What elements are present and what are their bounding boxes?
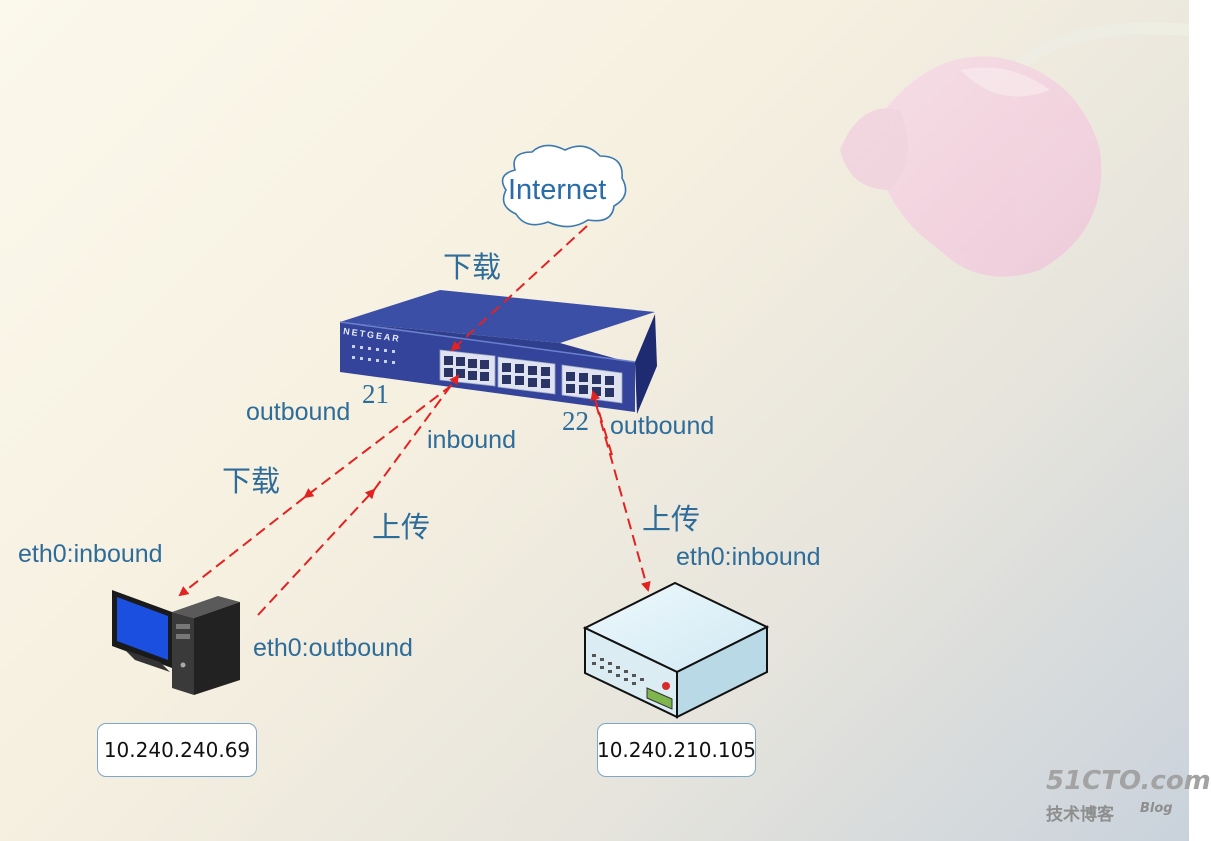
server-icon: [582, 581, 770, 719]
server-eth-inbound-label: eth0:inbound: [676, 543, 821, 571]
watermark-sub1: 技术博客: [1046, 805, 1114, 825]
switch-icon: [339, 290, 657, 414]
arrow-download-to-pc: [178, 496, 306, 597]
flower-decoration: [840, 22, 1190, 277]
arrow-port22-up: [590, 390, 613, 456]
arrow-pc-upload: [257, 488, 376, 616]
port21-outbound-label: outbound: [246, 398, 351, 426]
pc-ip-text: 10.240.240.69: [103, 738, 251, 762]
port22-outbound-label: outbound: [610, 412, 715, 440]
pc-icon: [112, 590, 240, 695]
watermark-main: 51CTO.com: [1046, 766, 1211, 796]
download-label-left: 下载: [222, 464, 281, 498]
upload-label-right: 上传: [642, 502, 701, 536]
pc-eth-outbound-label: eth0:outbound: [253, 634, 413, 662]
cloud-icon: [501, 144, 627, 228]
port21-inbound-label: inbound: [427, 426, 516, 454]
flow-arrows: [178, 225, 651, 616]
cloud-label: Internet: [508, 174, 607, 206]
port22-label: 22: [562, 406, 589, 436]
arrow-port21-to-pc-download: [303, 384, 453, 499]
arrow-upload-to-port21: [373, 374, 460, 491]
port21-label: 21: [362, 379, 389, 409]
arrow-port22-to-server: [595, 403, 651, 592]
pc-ip-box: 10.240.240.69: [97, 723, 257, 777]
download-label-top: 下载: [443, 250, 502, 284]
server-ip-box: 10.240.210.105: [597, 723, 756, 777]
upload-label-left: 上传: [372, 510, 431, 544]
server-ip-text: 10.240.210.105: [596, 738, 757, 762]
watermark-sub2: Blog: [1140, 801, 1173, 816]
arrow-internet-to-port21: [450, 225, 588, 352]
pc-eth-inbound-label: eth0:inbound: [18, 540, 163, 568]
